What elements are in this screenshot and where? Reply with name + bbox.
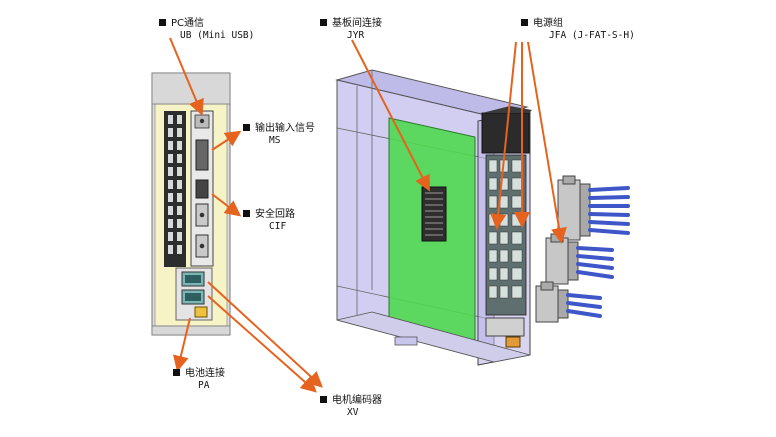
label-safety-circuit-sub: CIF xyxy=(269,221,287,232)
bullet-square-icon xyxy=(320,396,327,403)
label-safety-circuit: 安全回路 CIF xyxy=(243,209,295,233)
label-safety-circuit-title: 安全回路 xyxy=(255,209,295,220)
driver-front-view xyxy=(151,72,231,336)
label-motor-encoder: 电机编码器 XV xyxy=(320,395,382,419)
label-battery-sub: PA xyxy=(198,380,210,391)
bullet-square-icon xyxy=(521,19,528,26)
callout-arrows xyxy=(169,37,567,393)
label-motor-encoder-title: 电机编码器 xyxy=(332,395,382,406)
label-battery: 电池连接 PA xyxy=(173,368,225,392)
label-io-signal-title: 输出输入信号 xyxy=(255,123,315,134)
label-board-connect-sub: JYR xyxy=(347,30,365,41)
driver-3d-view xyxy=(335,69,532,366)
label-io-signal: 输出输入信号 MS xyxy=(243,123,315,147)
label-pc-comm-sub: UB (Mini USB) xyxy=(180,30,255,41)
label-power-group-sub: JFA (J-FAT-S-H) xyxy=(549,30,635,41)
bullet-square-icon xyxy=(159,19,166,26)
power-plugs xyxy=(535,175,630,323)
label-battery-title: 电池连接 xyxy=(185,368,225,379)
label-power-group: 电源组 JFA (J-FAT-S-H) xyxy=(521,18,635,42)
label-motor-encoder-sub: XV xyxy=(347,407,359,418)
label-pc-comm-title: PC通信 xyxy=(171,18,205,29)
bullet-square-icon xyxy=(320,19,327,26)
bullet-square-icon xyxy=(173,369,180,376)
label-pc-comm: PC通信 UB (Mini USB) xyxy=(159,18,254,42)
label-io-signal-sub: MS xyxy=(269,135,281,146)
bullet-square-icon xyxy=(243,124,250,131)
bullet-square-icon xyxy=(243,210,250,217)
label-board-connect: 基板间连接 JYR xyxy=(320,18,382,42)
label-power-group-title: 电源组 xyxy=(533,18,563,29)
label-board-connect-title: 基板间连接 xyxy=(332,18,382,29)
